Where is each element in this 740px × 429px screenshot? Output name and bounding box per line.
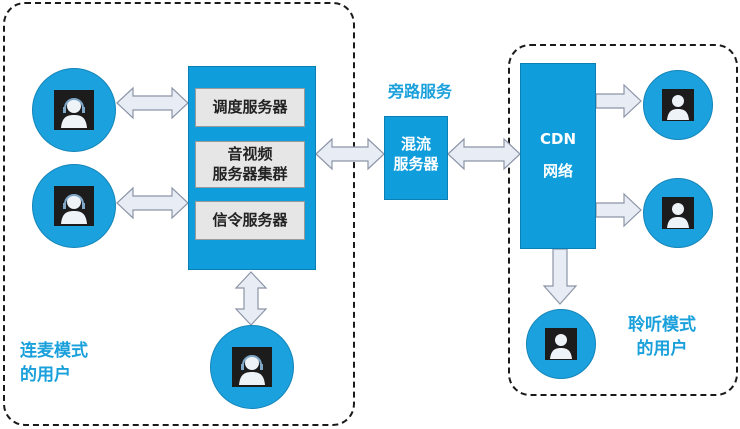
- dispatch-server: 调度服务器: [195, 88, 305, 127]
- co-anchor-user-3: [210, 325, 294, 409]
- user-icon: [550, 334, 572, 359]
- av-server-cluster: 音视频 服务器集群: [195, 141, 305, 188]
- listen-users-label: 聆听模式 的用户: [628, 315, 696, 359]
- headset-user-icon: [61, 98, 87, 128]
- listen-user-2: [643, 178, 713, 248]
- arrow-user2-server: [116, 186, 189, 220]
- arrow-server-mixer: [315, 137, 385, 171]
- bypass-service-label: 旁路服务: [387, 82, 452, 101]
- signaling-server: 信令服务器: [195, 201, 305, 240]
- cdn-title: CDN: [539, 130, 576, 148]
- cdn-subtitle: 网络: [542, 162, 573, 180]
- listen-user-1: [643, 70, 713, 140]
- co-anchor-users-label: 连麦模式 的用户: [20, 341, 88, 385]
- listen-region: [508, 44, 738, 396]
- mixer-server-label: 混流 服务器: [393, 135, 439, 174]
- headset-user-icon: [61, 194, 87, 224]
- listen-user-3: [526, 309, 596, 379]
- co-anchor-user-1: [32, 68, 116, 152]
- mixer-server: [384, 116, 448, 200]
- co-anchor-region: [3, 2, 355, 426]
- arrow-user1-server: [116, 86, 189, 120]
- user-icon: [667, 95, 689, 120]
- arrow-cdn-user6: [542, 248, 578, 305]
- headset-user-icon: [239, 355, 265, 385]
- arrow-cdn-user5: [595, 192, 642, 228]
- user-icon: [667, 203, 689, 228]
- arrow-mixer-cdn: [447, 137, 521, 171]
- cdn-network: [520, 63, 596, 249]
- co-anchor-user-2: [32, 164, 116, 248]
- arrow-cdn-user4: [595, 83, 642, 119]
- arrow-server-user3: [234, 271, 268, 326]
